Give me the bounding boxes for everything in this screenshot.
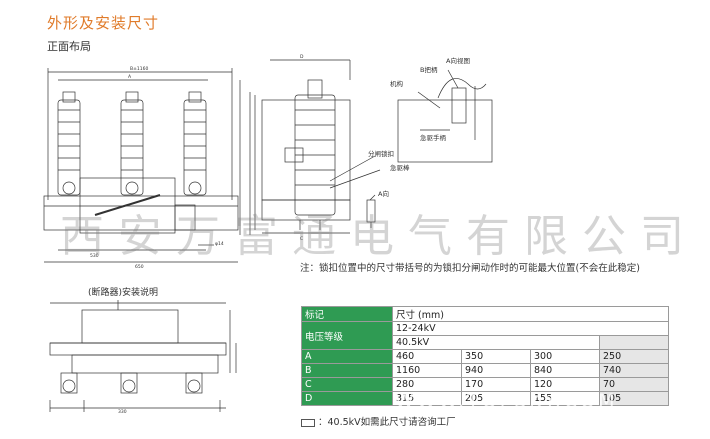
section-subtitle: 正面布局 [47, 40, 91, 53]
view-a-label: A向视图 [446, 56, 470, 65]
cell-value: 350 [461, 349, 531, 364]
svg-text:φ14: φ14 [215, 241, 224, 247]
cell-value: 840 [530, 363, 600, 378]
svg-text:B±1160: B±1160 [130, 66, 148, 72]
gray-box-icon [301, 418, 315, 427]
row-mark: A [301, 349, 393, 364]
open-lock-label: 分闸锁扣 [368, 149, 394, 158]
mechanism-label: 机构 [390, 79, 404, 88]
cell-value: 120 [530, 377, 600, 392]
size-header: 尺寸 (mm) [392, 306, 669, 322]
table-header-row: 标记 尺寸 (mm) [301, 306, 669, 322]
cell-value: 170 [461, 377, 531, 392]
cell-value: 740 [599, 363, 669, 378]
table-row: C 280 170 120 70 [301, 377, 669, 392]
direction-a-label: A向 [378, 189, 389, 198]
cell-value: 300 [530, 349, 600, 364]
svg-text:C: C [300, 236, 303, 242]
table-row: D 315 205 155 105 [301, 391, 669, 406]
page-title: 外形及安装尺寸 [47, 14, 160, 32]
table-row: A 460 350 300 250 [301, 349, 669, 364]
table-row: 电压等级 12-24kV [301, 321, 669, 350]
dimension-table: 标记 尺寸 (mm) 电压等级 12-24kV 40.5kV A 460 350… [301, 306, 669, 406]
cell-value: 280 [392, 377, 462, 392]
cell-value: 315 [392, 391, 462, 406]
row-mark: B [301, 363, 393, 378]
svg-text:330: 330 [118, 409, 127, 415]
table-row: 40.5kV [302, 335, 669, 350]
emergency-handle-label: 急驱手柄 [420, 133, 447, 142]
cell-value: 1160 [392, 363, 462, 378]
cell-value: 105 [599, 391, 669, 406]
cell-value: 250 [599, 349, 669, 364]
cell-value: 940 [461, 363, 531, 378]
cell-value: 460 [392, 349, 462, 364]
emergency-rod-label: 急驱棒 [390, 163, 410, 172]
install-note-label: (断路器)安装说明 [88, 288, 159, 298]
svg-text:D: D [300, 54, 304, 60]
svg-text:530: 530 [90, 253, 99, 259]
voltage-12-24: 12-24kV [392, 321, 669, 336]
row-mark: C [301, 377, 393, 392]
cell-value: 205 [461, 391, 531, 406]
cell-value: 70 [599, 377, 669, 392]
voltage-40-5: 40.5kV [392, 335, 600, 350]
svg-text:650: 650 [135, 264, 144, 270]
footnote-text: ：40.5kV如需此尺寸请咨询工厂 [318, 417, 456, 428]
footnote: ：40.5kV如需此尺寸请咨询工厂 [301, 414, 456, 428]
svg-text:A: A [128, 74, 132, 80]
empty-cell [599, 335, 669, 350]
voltage-label: 电压等级 [301, 321, 393, 350]
b-handle-label: B把柄 [420, 65, 438, 74]
lock-position-note: 注：锁扣位置中的尺寸带括号的为锁扣分闸动作时的可能最大位置(不会在此稳定) [300, 263, 640, 274]
row-mark: D [301, 391, 393, 406]
table-row: B 1160 940 840 740 [301, 363, 669, 378]
cell-value: 155 [530, 391, 600, 406]
mark-header: 标记 [301, 306, 393, 322]
